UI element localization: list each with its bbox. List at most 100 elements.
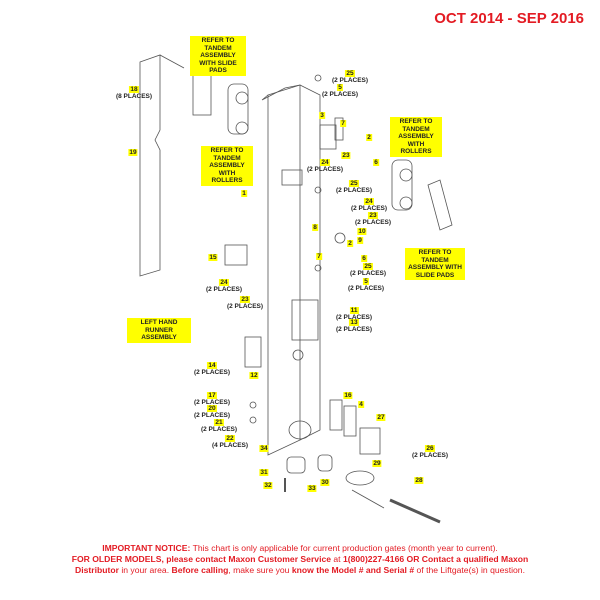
part-callout-24: 24(2 PLACES)	[206, 279, 242, 293]
part-callout-23: 23	[341, 152, 351, 159]
part-callout-25: 25(2 PLACES)	[332, 70, 368, 84]
notice-phone: 1(800)227-4166 OR Contact a qualified Ma…	[342, 554, 529, 564]
part-callout-33: 33	[307, 485, 317, 492]
part-callout-23: 23(2 PLACES)	[227, 296, 263, 310]
part-callout-11: 11(2 PLACES)	[336, 307, 372, 321]
part-number: 2	[366, 134, 372, 141]
part-number: 24	[219, 279, 229, 286]
part-callout-6: 6	[361, 255, 367, 262]
part-callout-27: 27	[376, 414, 386, 421]
part-number: 6	[361, 255, 367, 262]
part-callout-30: 30	[320, 479, 330, 486]
part-number: 5	[337, 84, 343, 91]
part-callout-34: 34	[259, 445, 269, 452]
part-callout-32: 32	[263, 482, 273, 489]
part-quantity: (2 PLACES)	[200, 426, 238, 433]
part-number: 8	[312, 224, 318, 231]
callout-rollers-left: REFER TO TANDEM ASSEMBLY WITH ROLLERS	[201, 146, 253, 186]
notice-older-models: FOR OLDER MODELS, please contact Maxon C…	[71, 554, 332, 564]
part-number: 7	[316, 253, 322, 260]
notice-text: know the Model # and Serial #	[291, 565, 415, 575]
part-callout-2: 2	[347, 240, 353, 247]
part-number: 30	[320, 479, 330, 486]
part-callout-25: 25(2 PLACES)	[336, 180, 372, 194]
part-number: 28	[414, 477, 424, 484]
part-callout-22: 22(4 PLACES)	[212, 435, 248, 449]
part-callout-10: 10	[357, 228, 367, 235]
part-callout-13: 13(2 PLACES)	[336, 319, 372, 333]
part-number: 7	[340, 120, 346, 127]
callout-left-runner: LEFT HAND RUNNER ASSEMBLY	[127, 318, 191, 343]
part-quantity: (2 PLACES)	[321, 91, 359, 98]
part-number: 21	[214, 419, 224, 426]
part-callout-29: 29	[372, 460, 382, 467]
part-number: 2	[347, 240, 353, 247]
part-callout-7: 7	[316, 253, 322, 260]
part-callout-16: 16	[343, 392, 353, 399]
side-plate	[139, 54, 161, 277]
tandem-rollers	[227, 83, 249, 135]
part-number: 1	[241, 190, 247, 197]
part-number: 31	[259, 469, 269, 476]
part-number: 18	[129, 86, 139, 93]
part-number: 9	[357, 237, 363, 244]
part-number: 23	[240, 296, 250, 303]
part-callout-18: 18(8 PLACES)	[116, 86, 152, 100]
part-number: 19	[128, 149, 138, 156]
part-quantity: (2 PLACES)	[335, 187, 373, 194]
part-quantity: (4 PLACES)	[211, 442, 249, 449]
part-callout-24: 24(2 PLACES)	[351, 198, 387, 212]
part-callout-12: 12	[249, 372, 259, 379]
part-quantity: (2 PLACES)	[350, 205, 388, 212]
part-number: 16	[343, 392, 353, 399]
notice-text: in your area.	[118, 565, 172, 575]
part-callout-31: 31	[259, 469, 269, 476]
part-quantity: (2 PLACES)	[347, 285, 385, 292]
tandem-slide-pads	[192, 69, 212, 116]
part-quantity: (2 PLACES)	[205, 286, 243, 293]
callout-slide-pads-right: REFER TO TANDEM ASSEMBLY WITH SLIDE PADS	[405, 248, 465, 280]
part-callout-7: 7	[340, 120, 346, 127]
part-number: 10	[357, 228, 367, 235]
part-callout-19: 19	[128, 149, 138, 156]
part-number: 25	[363, 263, 373, 270]
part-quantity: (2 PLACES)	[411, 452, 449, 459]
part-quantity: (2 PLACES)	[193, 412, 231, 419]
notice-text: at	[331, 554, 343, 564]
part-quantity: (2 PLACES)	[349, 270, 387, 277]
part-callout-6: 6	[373, 159, 379, 166]
part-number: 13	[349, 319, 359, 326]
part-number: 29	[372, 460, 382, 467]
part-number: 11	[349, 307, 359, 314]
part-callout-14: 14(2 PLACES)	[194, 362, 230, 376]
part-number: 25	[345, 70, 355, 77]
part-number: 20	[207, 405, 217, 412]
notice-text: Before calling	[171, 565, 229, 575]
part-callout-8: 8	[312, 224, 318, 231]
part-quantity: (2 PLACES)	[335, 314, 373, 321]
part-quantity: (2 PLACES)	[335, 326, 373, 333]
part-quantity: (2 PLACES)	[306, 166, 344, 173]
part-number: 5	[363, 278, 369, 285]
part-callout-20: 20(2 PLACES)	[194, 405, 230, 419]
part-callout-23: 23(2 PLACES)	[355, 212, 391, 226]
part-number: 33	[307, 485, 317, 492]
part-number: 24	[364, 198, 374, 205]
important-notice: IMPORTANT NOTICE: This chart is only app…	[0, 543, 600, 576]
part-number: 12	[249, 372, 259, 379]
part-callout-25: 25(2 PLACES)	[350, 263, 386, 277]
part-callout-5: 5(2 PLACES)	[322, 84, 358, 98]
notice-text: Distributor	[75, 565, 119, 575]
part-number: 6	[373, 159, 379, 166]
part-callout-15: 15	[208, 254, 218, 261]
part-quantity: (8 PLACES)	[115, 93, 153, 100]
part-quantity: (2 PLACES)	[193, 399, 231, 406]
part-number: 15	[208, 254, 218, 261]
part-callout-28: 28	[414, 477, 424, 484]
part-callout-17: 17(2 PLACES)	[194, 392, 230, 406]
notice-text: This chart is only applicable for curren…	[190, 543, 498, 553]
part-callout-2: 2	[366, 134, 372, 141]
part-number: 22	[225, 435, 235, 442]
